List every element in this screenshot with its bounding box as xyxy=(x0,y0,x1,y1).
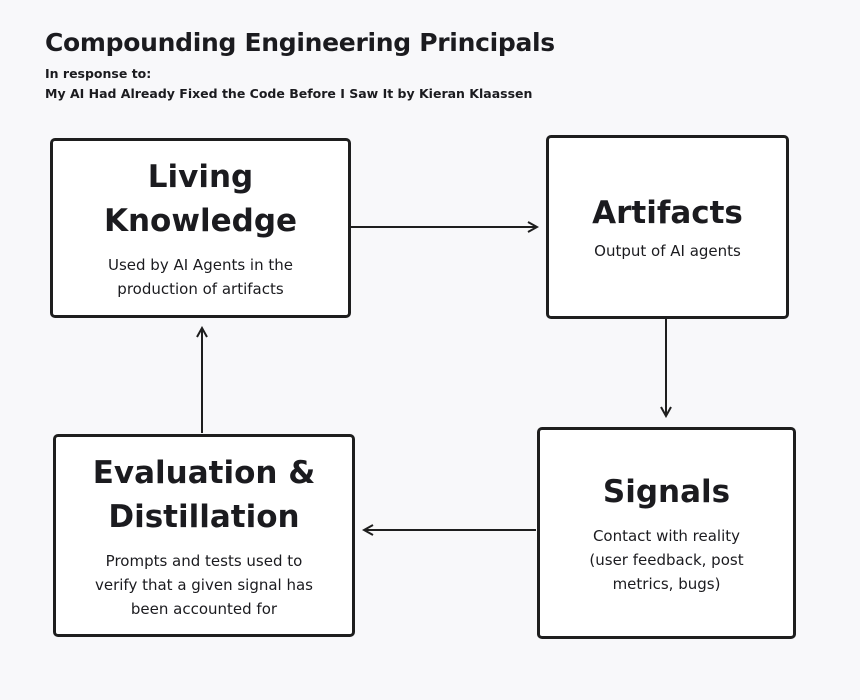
node-description: Contact with reality (user feedback, pos… xyxy=(589,524,743,596)
diagram-title: Compounding Engineering Principals xyxy=(45,28,555,57)
desc-line: been accounted for xyxy=(130,599,278,618)
node-title-line: Living xyxy=(147,159,254,195)
desc-line: metrics, bugs) xyxy=(612,575,721,593)
desc-line: (user feedback, post xyxy=(589,551,744,569)
node-description: Prompts and tests used to verify that a … xyxy=(95,549,313,621)
node-title-line: Distillation xyxy=(108,498,300,535)
desc-line: Contact with reality xyxy=(592,527,741,545)
subtitle-source: My AI Had Already Fixed the Code Before … xyxy=(45,86,533,101)
node-description: Output of AI agents xyxy=(594,242,741,260)
node-artifacts: Artifacts Output of AI agents xyxy=(546,135,789,319)
node-living-knowledge: Living Knowledge Used by AI Agents in th… xyxy=(50,138,351,318)
desc-line: Used by AI Agents in the xyxy=(108,256,293,274)
desc-line: Prompts and tests used to xyxy=(105,551,303,570)
desc-line: verify that a given signal has xyxy=(94,575,313,594)
subtitle-intro: In response to: xyxy=(45,66,152,81)
node-title-line: Evaluation & xyxy=(92,454,316,491)
node-title: Artifacts xyxy=(592,195,743,231)
node-evaluation-distillation: Evaluation & Distillation Prompts and te… xyxy=(53,434,355,637)
node-title-line: Knowledge xyxy=(103,203,298,239)
node-title: Signals xyxy=(602,474,731,510)
desc-line: production of artifacts xyxy=(117,280,284,298)
node-description: Used by AI Agents in the production of a… xyxy=(108,253,293,301)
node-signals: Signals Contact with reality (user feedb… xyxy=(537,427,796,639)
